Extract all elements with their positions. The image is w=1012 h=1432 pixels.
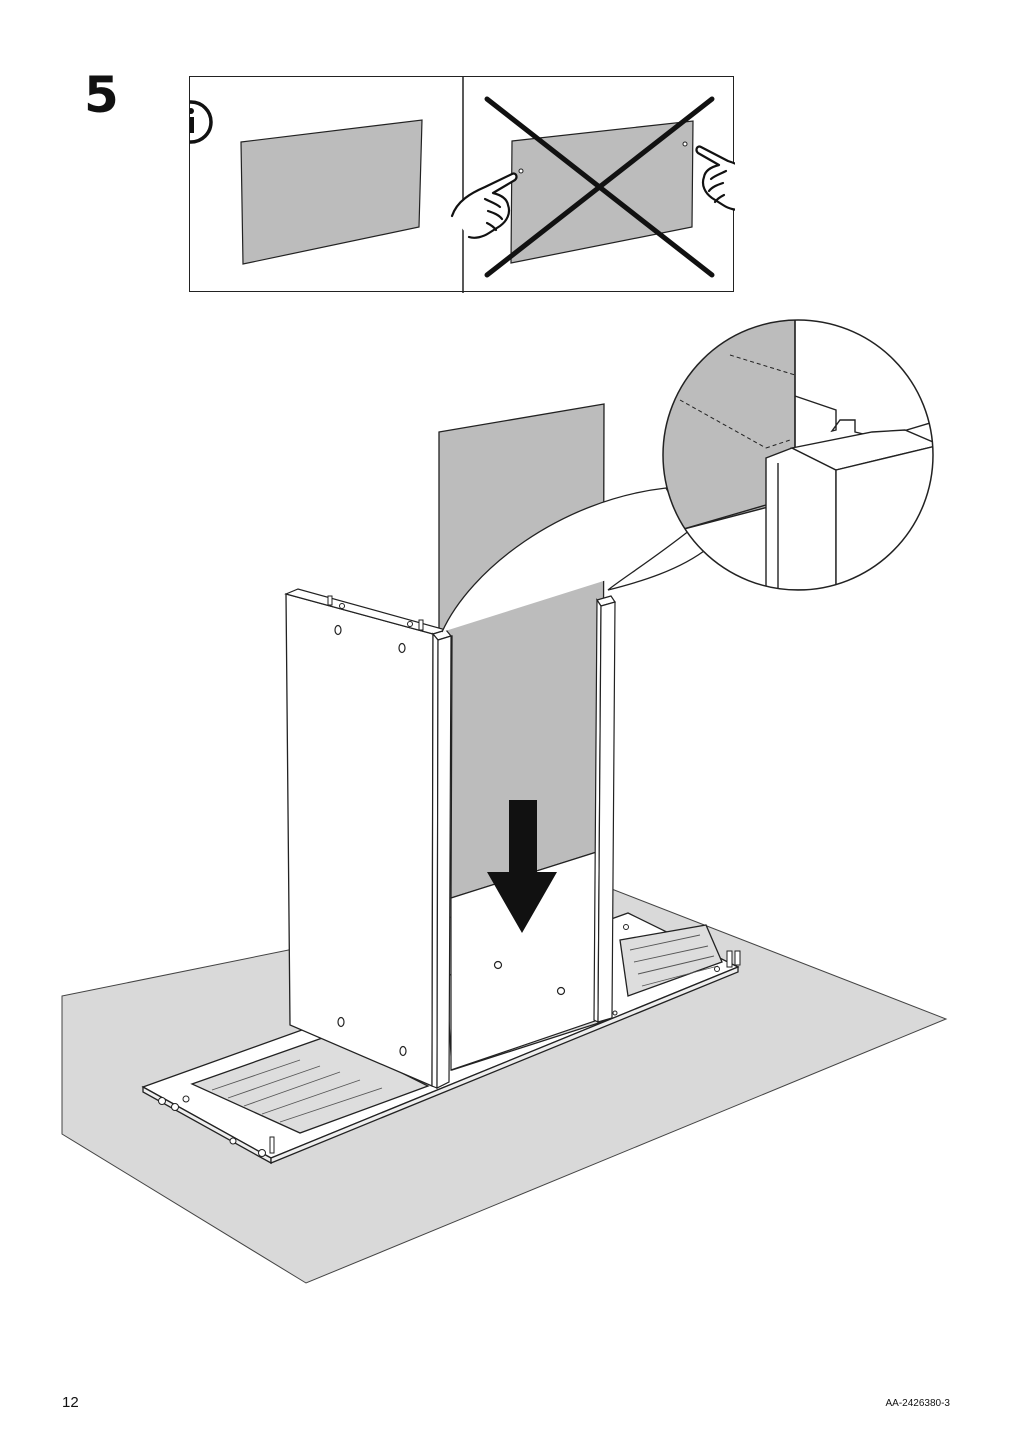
info-box-drawing xyxy=(190,77,735,293)
info-icon xyxy=(190,100,213,144)
top-dowels xyxy=(327,595,424,631)
left-panel-holes xyxy=(334,624,407,1057)
center-post xyxy=(431,629,453,1089)
page-number: 12 xyxy=(62,1394,79,1411)
left-side-panel xyxy=(285,593,434,1087)
correct-panel xyxy=(240,119,423,265)
right-post xyxy=(593,595,616,1023)
detail-callout-tail xyxy=(441,487,709,633)
right-hand-icon xyxy=(695,145,735,211)
info-box xyxy=(189,76,735,293)
insert-arrow-icon xyxy=(487,800,557,933)
left-hand-icon xyxy=(450,172,518,239)
detail-magnifier xyxy=(662,319,934,591)
document-id: AA-2426380-3 xyxy=(885,1398,951,1409)
step-number: 5 xyxy=(84,66,119,124)
pegs xyxy=(158,924,741,1157)
cross-out-icon xyxy=(484,96,715,278)
